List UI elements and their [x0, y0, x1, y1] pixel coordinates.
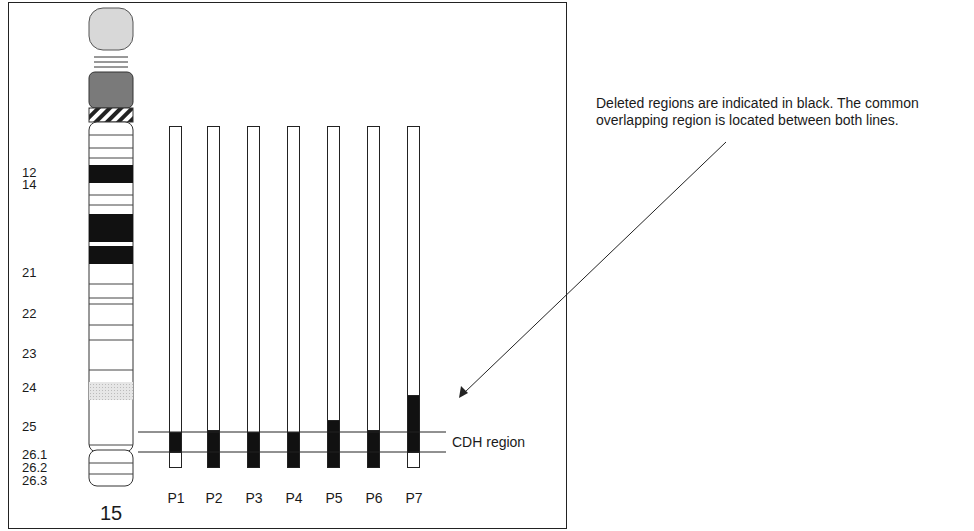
region-label: CDH region	[452, 434, 525, 450]
band-label: 21	[22, 266, 36, 281]
band-label: 14	[22, 178, 36, 193]
patient-label: P7	[405, 490, 422, 506]
patient-label: P6	[365, 490, 382, 506]
patient-label: P1	[167, 490, 184, 506]
band-label: 23	[22, 347, 36, 362]
band-label: 25	[22, 420, 36, 435]
band-label: 22	[22, 307, 36, 322]
patient-label: P3	[245, 490, 262, 506]
patient-label: P5	[325, 490, 342, 506]
callout-note: Deleted regions are indicated in black. …	[596, 95, 968, 129]
band-label: 24	[22, 381, 36, 396]
band-label: 26.3	[22, 474, 47, 489]
chromosome-number: 15	[100, 502, 122, 525]
patient-label: P4	[285, 490, 302, 506]
patient-label: P2	[205, 490, 222, 506]
